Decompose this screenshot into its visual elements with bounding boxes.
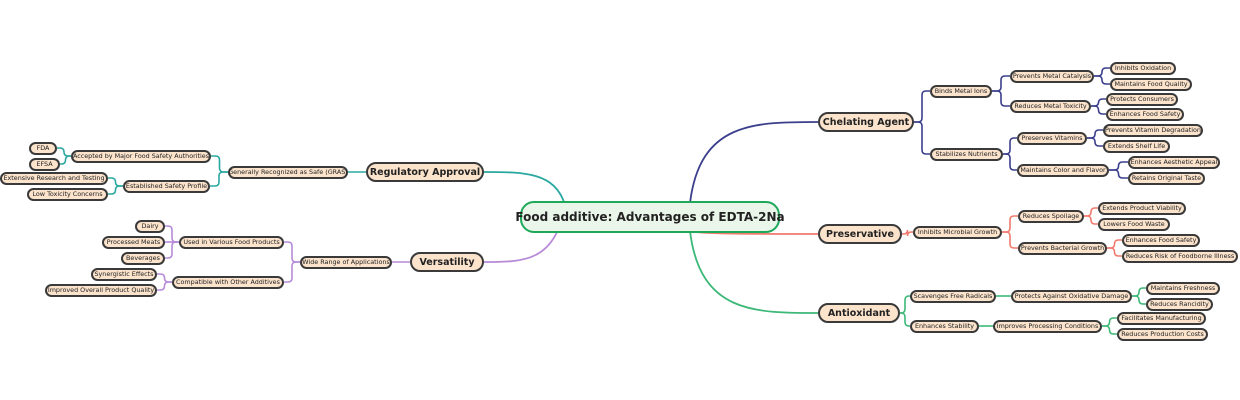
connector-line (1109, 169, 1128, 179)
connector-line (157, 281, 172, 291)
connector-line (1102, 325, 1117, 335)
node-prevents-metal-catalysis[interactable]: Prevents Metal Catalysis (1010, 69, 1094, 83)
connector-line (1084, 207, 1098, 217)
node-antioxidant[interactable]: Antioxidant (818, 303, 900, 323)
connector-line (165, 241, 179, 259)
node-reduces-rancidity[interactable]: Reduces Rancidity (1146, 297, 1213, 311)
node-used-in-various-food-products[interactable]: Used in Various Food Products (179, 235, 284, 249)
node-improves-processing-conditions[interactable]: Improves Processing Conditions (993, 319, 1102, 333)
node-preserves-vitamins[interactable]: Preserves Vitamins (1017, 131, 1087, 145)
connector-line (57, 147, 71, 157)
connector-line (1003, 137, 1017, 155)
node-dairy[interactable]: Dairy (135, 219, 165, 233)
node-preservative[interactable]: Preservative (818, 224, 902, 244)
node-enhances-aesthetic-appeal[interactable]: Enhances Aesthetic Appeal (1128, 155, 1220, 169)
connector-line (1003, 153, 1017, 171)
connector-line (1002, 215, 1018, 233)
connector-line (1102, 317, 1117, 327)
connector-line (689, 230, 819, 314)
node-retains-original-taste[interactable]: Retains Original Taste (1128, 171, 1205, 185)
node-inhibits-oxidation[interactable]: Inhibits Oxidation (1110, 61, 1176, 75)
node-extends-product-viability[interactable]: Extends Product Viability (1098, 201, 1186, 215)
node-synergistic-effects[interactable]: Synergistic Effects (91, 267, 157, 281)
node-enhances-food-safety[interactable]: Enhances Food Safety (1106, 107, 1184, 121)
connector-line (108, 185, 123, 195)
node-scavenges-free-radicals[interactable]: Scavenges Free Radicals (910, 289, 996, 303)
connector-line (902, 229, 913, 237)
connector-line (211, 155, 228, 173)
connector-line (900, 312, 910, 327)
node-processed-meats[interactable]: Processed Meats (102, 235, 165, 249)
node-maintains-color-and-flavor[interactable]: Maintains Color and Flavor (1017, 163, 1109, 177)
node-binds-metal-ions[interactable]: Binds Metal Ions (930, 84, 992, 98)
node-regulatory-approval[interactable]: Regulatory Approval (366, 162, 484, 182)
connector-line (1107, 247, 1122, 257)
connector-line (1084, 215, 1098, 225)
node-generally-recognized-as-safe-gras[interactable]: Generally Recognized as Safe (GRAS) (228, 165, 348, 179)
node-protects-consumers[interactable]: Protects Consumers (1106, 92, 1178, 106)
node-maintains-food-quality[interactable]: Maintains Food Quality (1110, 77, 1192, 91)
node-reduces-production-costs[interactable]: Reduces Production Costs (1117, 327, 1208, 341)
node-established-safety-profile[interactable]: Established Safety Profile (123, 179, 210, 193)
node-prevents-bacterial-growth[interactable]: Prevents Bacterial Growth (1018, 241, 1107, 255)
node-enhances-food-safety[interactable]: Enhances Food Safety (1122, 233, 1200, 247)
connector-line (1132, 295, 1146, 305)
connector-line (157, 273, 172, 283)
connector-line (914, 90, 930, 123)
node-lowers-food-waste[interactable]: Lowers Food Waste (1098, 217, 1170, 231)
node-maintains-freshness[interactable]: Maintains Freshness (1146, 281, 1220, 295)
connector-line (483, 171, 566, 206)
node-wide-range-of-applications[interactable]: Wide Range of Applications (300, 255, 392, 269)
node-accepted-by-major-food-safety-authorities[interactable]: Accepted by Major Food Safety Authoritie… (71, 149, 211, 163)
node-stabilizes-nutrients[interactable]: Stabilizes Nutrients (930, 147, 1003, 161)
node-inhibits-microbial-growth[interactable]: Inhibits Microbial Growth (913, 225, 1002, 239)
connector-line (914, 121, 930, 155)
connector-line (60, 155, 71, 165)
connector-line (284, 261, 300, 283)
connector-line (689, 121, 819, 204)
connector-line (1132, 287, 1146, 297)
node-compatible-with-other-additives[interactable]: Compatible with Other Additives (172, 275, 284, 289)
node-improved-overall-product-quality[interactable]: Improved Overall Product Quality (45, 283, 157, 297)
connector-line (900, 295, 910, 314)
connector-line (210, 171, 228, 187)
node-reduces-metal-toxicity[interactable]: Reduces Metal Toxicity (1010, 99, 1091, 113)
connector-line (1087, 137, 1103, 147)
node-protects-against-oxidative-damage[interactable]: Protects Against Oxidative Damage (1011, 289, 1132, 303)
connector-line (1109, 161, 1128, 171)
node-extends-shelf-life[interactable]: Extends Shelf Life (1103, 139, 1170, 153)
connector-line (1094, 75, 1110, 85)
connector-line (1002, 231, 1018, 249)
node-facilitates-manufacturing[interactable]: Facilitates Manufacturing (1117, 311, 1206, 325)
connector-line (1107, 239, 1122, 249)
node-extensive-research-and-testing[interactable]: Extensive Research and Testing (0, 171, 108, 185)
node-versatility[interactable]: Versatility (410, 252, 484, 272)
node-low-toxicity-concerns[interactable]: Low Toxicity Concerns (27, 187, 108, 201)
node-beverages[interactable]: Beverages (121, 251, 165, 265)
connector-line (1091, 98, 1106, 107)
connector-line (165, 225, 179, 243)
node-prevents-vitamin-degradation[interactable]: Prevents Vitamin Degradation (1103, 123, 1203, 137)
connector-line (1091, 105, 1106, 115)
connector-line (992, 75, 1010, 92)
node-fda[interactable]: FDA (29, 141, 57, 155)
connector-line (108, 177, 123, 187)
connector-line (284, 241, 300, 263)
connector-line (1094, 67, 1110, 77)
node-enhances-stability[interactable]: Enhances Stability (910, 319, 979, 333)
node-reduces-risk-of-foodborne-illness[interactable]: Reduces Risk of Foodborne Illness (1122, 249, 1238, 263)
root-node[interactable]: Food additive: Advantages of EDTA-2Na (515, 201, 785, 233)
node-reduces-spoilage[interactable]: Reduces Spoilage (1018, 209, 1084, 223)
connector-line (1087, 129, 1103, 139)
connector-line (992, 90, 1010, 107)
node-chelating-agent[interactable]: Chelating Agent (818, 112, 914, 132)
node-efsa[interactable]: EFSA (29, 157, 60, 171)
